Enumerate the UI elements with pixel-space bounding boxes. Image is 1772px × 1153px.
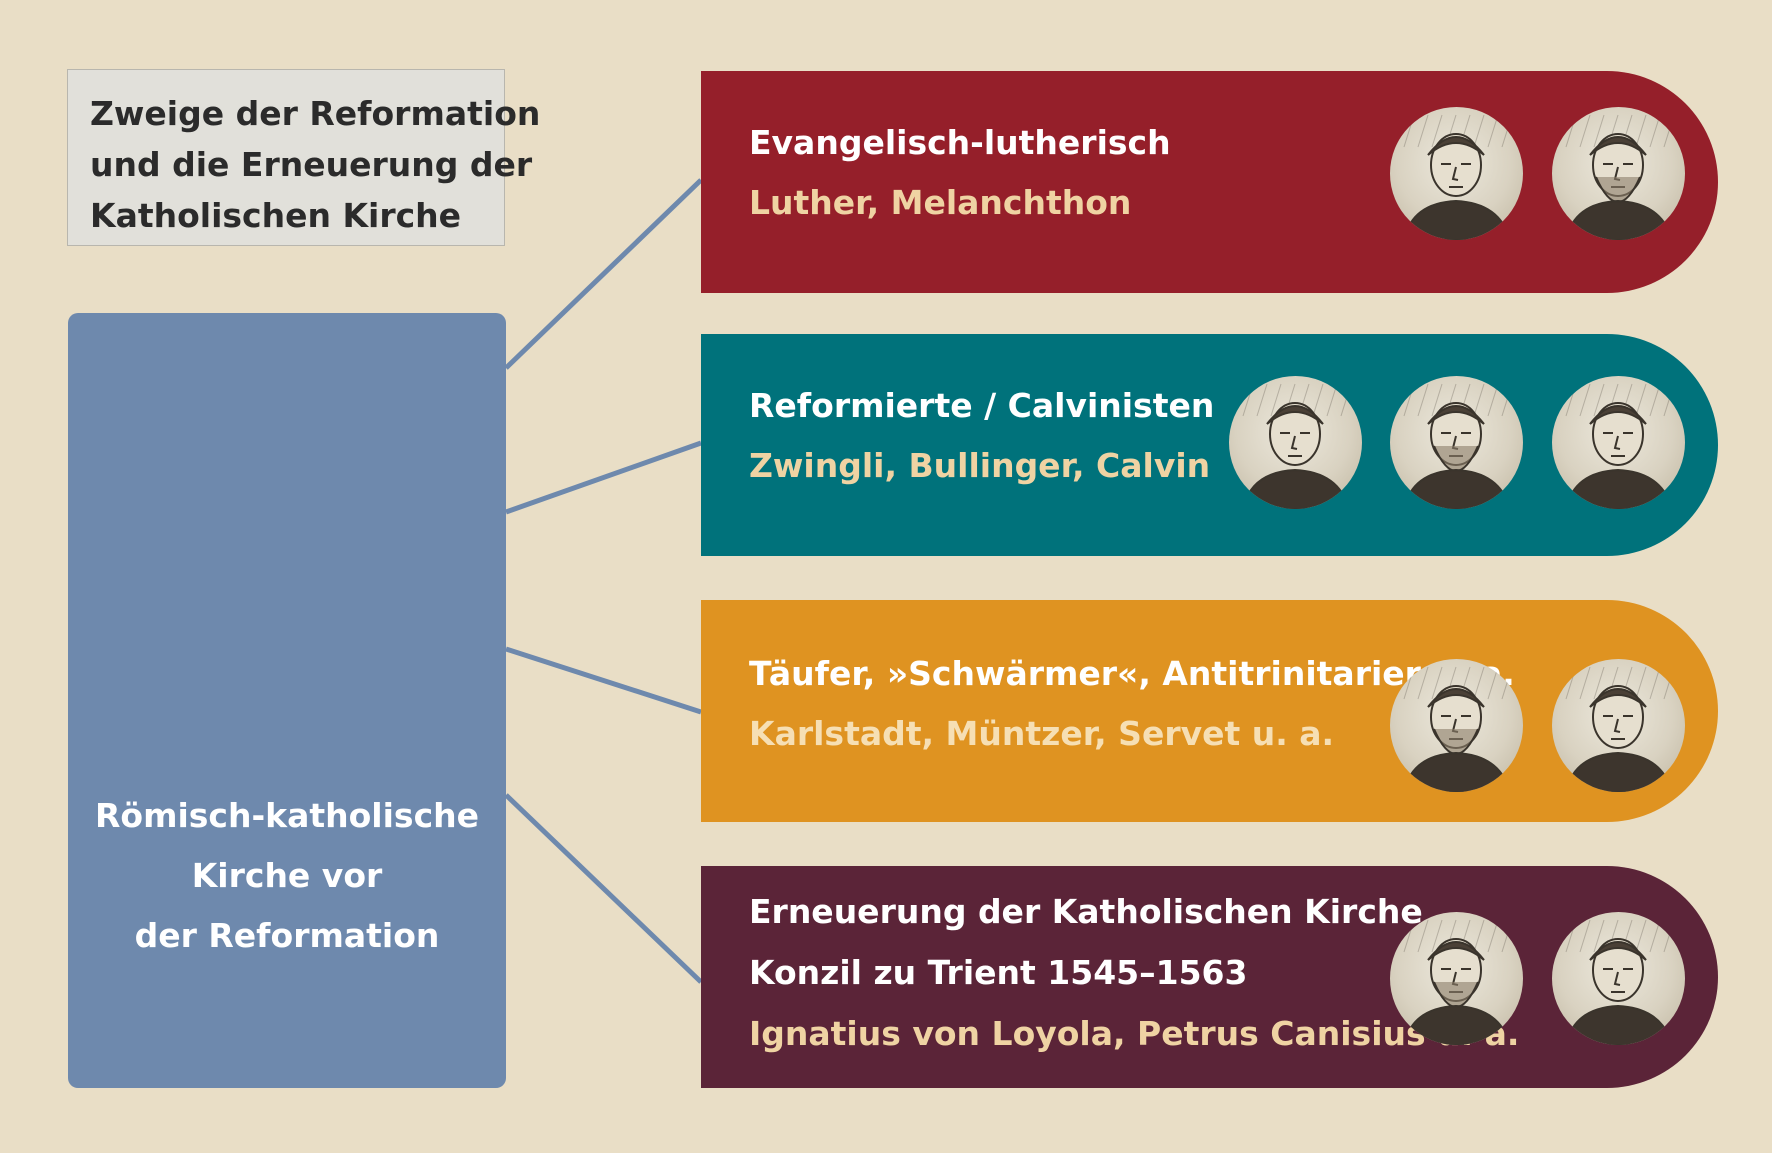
portrait-muentzer-icon (1552, 659, 1685, 792)
origin-line: der Reformation (134, 916, 440, 955)
title-line: und die Erneuerung der (90, 145, 533, 184)
portrait-calvin-icon (1552, 376, 1685, 509)
branch-lutheran: Evangelisch-lutherisch Luther, Melanchth… (701, 71, 1718, 293)
branch-names: Luther, Melanchthon (749, 183, 1132, 222)
origin-church-box: Römisch-katholische Kirche vor der Refor… (68, 313, 506, 1088)
portrait-canisius-icon (1552, 912, 1685, 1045)
title-line: Zweige der Reformation (90, 94, 541, 133)
diagram-title: Zweige der Reformation und die Erneuerun… (67, 69, 541, 246)
portrait-melanchthon-icon (1552, 107, 1685, 240)
branch-names: Ignatius von Loyola, Petrus Canisius u. … (749, 1014, 1520, 1053)
portrait-karlstadt-icon (1390, 659, 1523, 792)
branch-reformed: Reformierte / Calvinisten Zwingli, Bulli… (701, 334, 1718, 556)
branch-subheading: Konzil zu Trient 1545–1563 (749, 953, 1248, 992)
portrait-zwingli-icon (1229, 376, 1362, 509)
branch-radical: Täufer, »Schwärmer«, Antitrinitarier u. … (701, 600, 1718, 822)
origin-line: Römisch-katholische (94, 796, 480, 835)
title-line: Katholischen Kirche (90, 196, 462, 235)
branch-names: Karlstadt, Müntzer, Servet u. a. (749, 714, 1335, 753)
branch-heading: Reformierte / Calvinisten (749, 386, 1215, 425)
branch-catholic-renewal: Erneuerung der Katholischen Kirche Konzi… (701, 866, 1718, 1088)
portrait-luther-icon (1390, 107, 1523, 240)
connector-reformed (505, 440, 702, 515)
connector-lutheran (504, 178, 703, 370)
connector-catholic-renewal (504, 793, 703, 984)
origin-line: Kirche vor (191, 856, 383, 895)
branch-heading: Erneuerung der Katholischen Kirche (749, 892, 1423, 931)
branch-heading: Evangelisch-lutherisch (749, 123, 1171, 162)
branch-heading: Täufer, »Schwärmer«, Antitrinitarier u. … (749, 654, 1515, 693)
portrait-bullinger-icon (1390, 376, 1523, 509)
connector-anabaptist (505, 646, 702, 715)
portrait-loyola-icon (1390, 912, 1523, 1045)
branch-names: Zwingli, Bullinger, Calvin (749, 446, 1211, 485)
origin-church-label: Römisch-katholische Kirche vor der Refor… (68, 786, 506, 966)
